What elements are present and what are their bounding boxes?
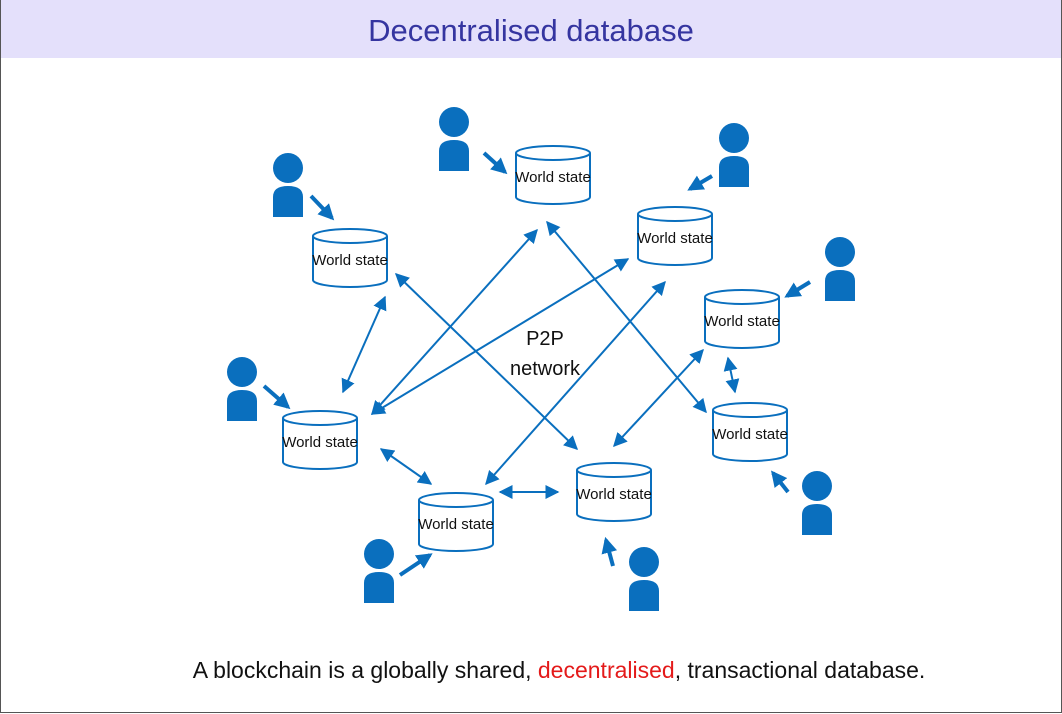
node-label: World state: [282, 434, 358, 451]
database-node-n2: World state: [637, 206, 713, 266]
link-n3-n4: [379, 448, 433, 485]
node-label: World state: [576, 486, 652, 503]
database-cylinder-icon: [637, 214, 713, 266]
link-n2-n3: [370, 258, 630, 415]
user-arrow: [398, 553, 433, 577]
person-body: [629, 580, 659, 611]
node-label: World state: [312, 252, 388, 269]
database-node-n1: World state: [515, 145, 591, 205]
database-node-n4: World state: [418, 492, 494, 552]
person-head: [227, 357, 257, 387]
person-head: [825, 237, 855, 267]
person-head: [802, 471, 832, 501]
person-body: [439, 140, 469, 171]
person-head: [719, 123, 749, 153]
database-cylinder-top: [637, 206, 713, 222]
slide-title: Decentralised database: [368, 13, 694, 48]
database-node-n3: World state: [282, 410, 358, 470]
person-icon: [273, 153, 303, 217]
user-arrow: [784, 280, 812, 298]
database-cylinder-top: [418, 492, 494, 508]
user-arrow: [687, 174, 714, 191]
database-node-n8: World state: [576, 462, 652, 522]
user-arrow: [771, 470, 790, 494]
node-label: World state: [704, 313, 780, 330]
database-node-n7: World state: [712, 402, 788, 462]
person-body: [227, 390, 257, 421]
p2p-label-line2: network: [510, 358, 581, 380]
person-icon: [802, 471, 832, 535]
link-n2-n4: [485, 280, 666, 486]
database-cylinder-top: [712, 402, 788, 418]
person-head: [629, 547, 659, 577]
person-head: [364, 539, 394, 569]
caption-highlight: decentralised: [537, 657, 675, 683]
database-cylinder-top: [282, 410, 358, 426]
user-arrow: [309, 194, 335, 221]
person-body: [719, 156, 749, 187]
title-bar: Decentralised database: [1, 0, 1061, 58]
database-node-n6: World state: [704, 289, 780, 349]
user-arrow: [482, 151, 508, 175]
database-cylinder-top: [576, 462, 652, 478]
user-arrow: [262, 384, 291, 410]
person-head: [439, 107, 469, 137]
database-cylinder-icon: [704, 297, 780, 349]
database-cylinder-icon: [576, 470, 652, 522]
node-label: World state: [637, 230, 713, 247]
users: [227, 107, 855, 611]
node-label: World state: [712, 426, 788, 443]
slide-caption: A blockchain is a globally shared, decen…: [0, 657, 1062, 684]
person-icon: [364, 539, 394, 603]
database-node-n5: World state: [312, 228, 388, 288]
person-icon: [439, 107, 469, 171]
database-cylinder-top: [515, 145, 591, 161]
person-head: [273, 153, 303, 183]
node-label: World state: [515, 169, 591, 186]
database-cylinder-icon: [515, 153, 591, 205]
database-cylinder-top: [704, 289, 780, 305]
database-cylinder-icon: [418, 500, 494, 552]
database-cylinder-icon: [712, 410, 788, 462]
user-arrows: [262, 151, 812, 577]
caption-before: A blockchain is a globally shared,: [192, 657, 538, 683]
link-n6-n7: [723, 356, 740, 394]
person-icon: [825, 237, 855, 301]
person-body: [825, 270, 855, 301]
person-icon: [629, 547, 659, 611]
p2p-label-line1: P2P: [526, 328, 564, 350]
network-links: [341, 220, 740, 499]
person-body: [802, 504, 832, 535]
database-cylinder-icon: [312, 236, 388, 288]
person-icon: [719, 123, 749, 187]
link-n6-n8: [613, 348, 704, 448]
database-cylinder-top: [312, 228, 388, 244]
person-icon: [227, 357, 257, 421]
user-arrow: [601, 536, 618, 567]
person-body: [273, 186, 303, 217]
person-body: [364, 572, 394, 603]
database-cylinder-icon: [282, 418, 358, 470]
node-label: World state: [418, 516, 494, 533]
caption-after: , transactional database.: [674, 657, 926, 683]
link-n5-n6: [341, 295, 387, 394]
